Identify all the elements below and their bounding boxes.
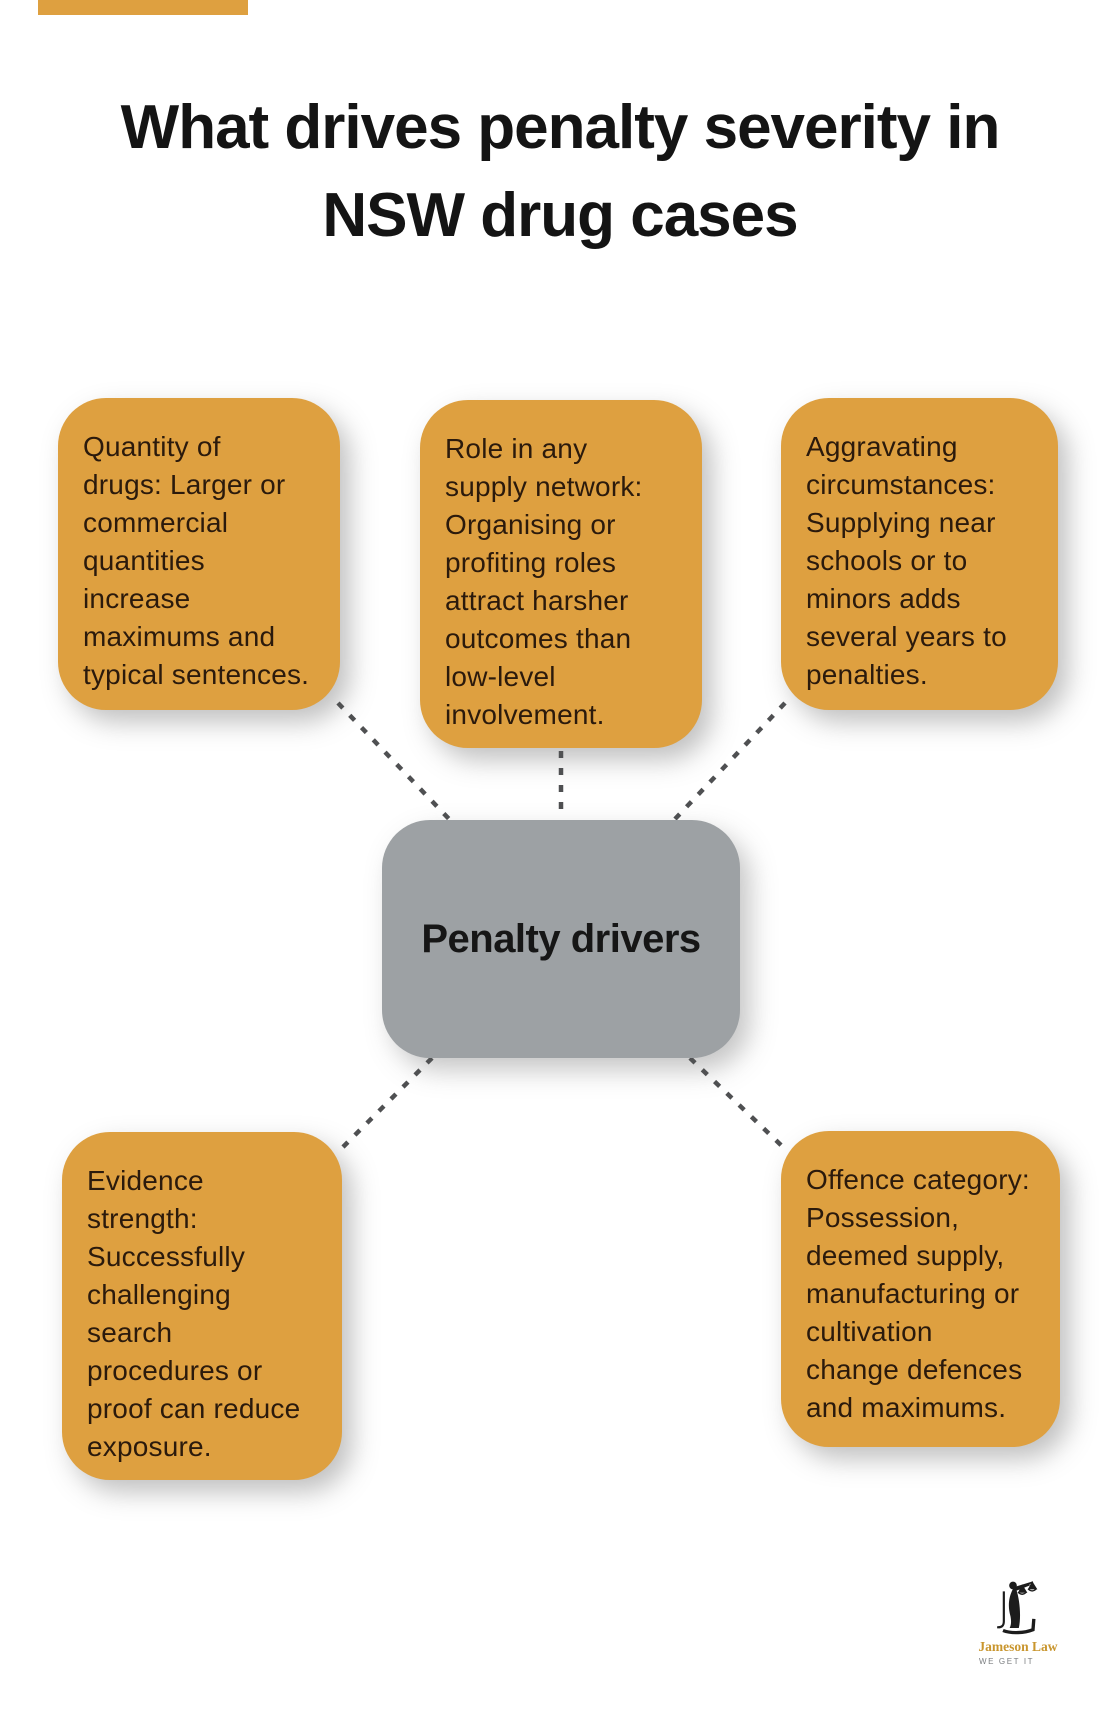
connector-line-evidence bbox=[341, 1056, 434, 1149]
factor-box-text: Offence category: Possession, deemed sup… bbox=[806, 1164, 1030, 1423]
factor-box-offence: Offence category: Possession, deemed sup… bbox=[781, 1131, 1060, 1447]
accent-bar bbox=[38, 0, 248, 15]
brand-tagline: WE GET IT bbox=[979, 1656, 1035, 1666]
factor-box-quantity: Quantity of drugs: Larger or commercial … bbox=[58, 398, 340, 710]
factor-box-aggravating: Aggravating circumstances: Supplying nea… bbox=[781, 398, 1058, 710]
factor-box-role: Role in any supply network: Organising o… bbox=[420, 400, 702, 748]
brand-name: Jameson Law bbox=[978, 1639, 1058, 1654]
brand-logo: Jameson Law WE GET IT bbox=[972, 1578, 1064, 1666]
center-node: Penalty drivers bbox=[382, 820, 740, 1058]
factor-box-text: Quantity of drugs: Larger or commercial … bbox=[83, 431, 310, 690]
lady-justice-scales-icon bbox=[997, 1580, 1038, 1635]
connector-line-offence bbox=[688, 1056, 786, 1150]
center-node-label: Penalty drivers bbox=[421, 916, 701, 961]
factor-box-text: Role in any supply network: Organising o… bbox=[445, 433, 643, 730]
factor-box-text: Aggravating circumstances: Supplying nea… bbox=[806, 431, 1007, 690]
page-title: What drives penalty severity in NSW drug… bbox=[120, 93, 1001, 251]
factor-box-text: Evidence strength: Successfully challeng… bbox=[87, 1165, 301, 1462]
factor-box-evidence: Evidence strength: Successfully challeng… bbox=[62, 1132, 342, 1480]
